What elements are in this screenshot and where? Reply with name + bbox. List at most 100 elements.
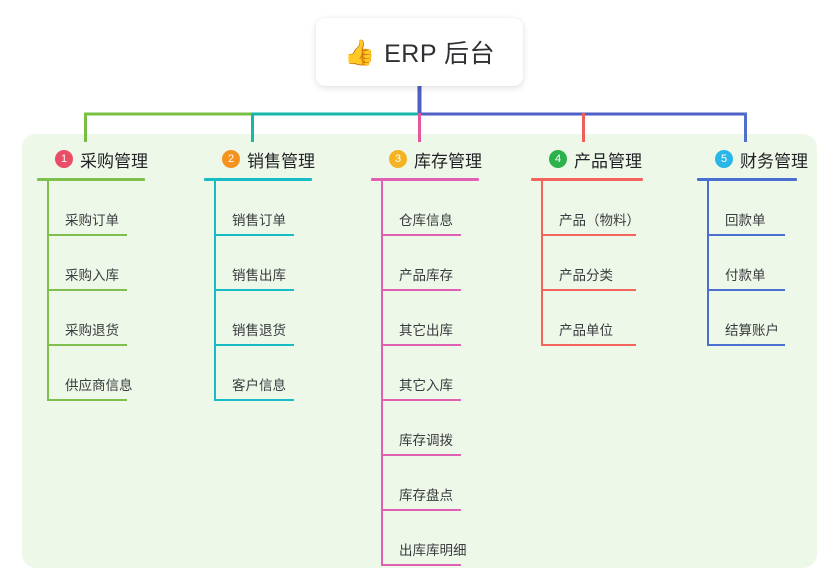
leaf-label: 付款单 — [725, 268, 766, 283]
leaf-label: 产品分类 — [559, 268, 613, 283]
column-header-rule — [531, 178, 643, 181]
leaf-label: 采购订单 — [65, 213, 119, 228]
leaf-spine — [707, 181, 709, 236]
leaf-spine — [47, 181, 49, 236]
leaf-rule — [214, 234, 294, 236]
leaf-spine — [381, 511, 383, 566]
leaf-rule — [541, 289, 636, 291]
leaf-item[interactable]: 库存盘点 — [371, 456, 491, 511]
column-title: 销售管理 — [247, 151, 315, 171]
leaf-rule — [707, 289, 785, 291]
leaf-item[interactable]: 产品分类 — [531, 236, 656, 291]
leaf-spine — [541, 236, 543, 291]
leaf-spine — [381, 401, 383, 456]
leaf-item[interactable]: 客户信息 — [204, 346, 321, 401]
column-title: 产品管理 — [574, 151, 642, 171]
leaf-item[interactable]: 结算账户 — [697, 291, 807, 346]
column-header-2[interactable]: 2 销售管理 — [204, 147, 321, 171]
leaf-item[interactable]: 产品库存 — [371, 236, 491, 291]
leaf-label: 销售出库 — [232, 268, 286, 283]
leaf-spine — [381, 291, 383, 346]
leaf-rule — [214, 399, 294, 401]
leaf-rule — [381, 509, 461, 511]
column-header-3[interactable]: 3 库存管理 — [371, 147, 491, 171]
column-2: 2 销售管理销售订单销售出库销售退货客户信息 — [204, 147, 321, 401]
leaf-label: 其它出库 — [399, 323, 453, 338]
leaf-spine — [381, 456, 383, 511]
leaf-item[interactable]: 销售出库 — [204, 236, 321, 291]
leaf-item[interactable]: 回款单 — [697, 181, 807, 236]
leaf-item[interactable]: 其它入库 — [371, 346, 491, 401]
column-badge-3: 3 — [389, 150, 407, 168]
leaf-label: 产品（物料） — [559, 213, 640, 228]
leaf-label: 采购入库 — [65, 268, 119, 283]
leaf-item[interactable]: 采购入库 — [37, 236, 159, 291]
leaf-rule — [381, 564, 461, 566]
leaf-rule — [47, 344, 127, 346]
leaf-item[interactable]: 销售退货 — [204, 291, 321, 346]
column-title: 采购管理 — [80, 151, 148, 171]
leaf-item[interactable]: 产品（物料） — [531, 181, 656, 236]
leaf-label: 出库库明细 — [399, 543, 467, 558]
leaf-rule — [214, 344, 294, 346]
leaf-rule — [381, 399, 461, 401]
leaf-item[interactable]: 采购订单 — [37, 181, 159, 236]
root-node-content: 👍 ERP 后台 — [344, 34, 495, 70]
leaf-item[interactable]: 出库库明细 — [371, 511, 491, 566]
leaf-item[interactable]: 其它出库 — [371, 291, 491, 346]
thumbs-up-icon: 👍 — [343, 37, 376, 67]
column-header-5[interactable]: 5 财务管理 — [697, 147, 808, 171]
leaf-spine — [381, 181, 383, 236]
leaf-spine — [541, 181, 543, 236]
leaf-item[interactable]: 销售订单 — [204, 181, 321, 236]
leaf-label: 库存调拨 — [399, 433, 453, 448]
column-header-rule — [37, 178, 145, 181]
leaf-label: 回款单 — [725, 213, 766, 228]
column-header-rule — [697, 178, 797, 181]
column-badge-4: 4 — [549, 150, 567, 168]
leaf-spine — [707, 236, 709, 291]
leaf-spine — [214, 181, 216, 236]
leaf-spine — [214, 346, 216, 401]
column-title: 库存管理 — [414, 151, 482, 171]
column-badge-5: 5 — [715, 150, 733, 168]
column-title: 财务管理 — [740, 151, 808, 171]
leaf-label: 销售退货 — [232, 323, 286, 338]
leaf-rule — [47, 289, 127, 291]
leaf-item[interactable]: 采购退货 — [37, 291, 159, 346]
column-4: 4 产品管理产品（物料） 产品分类产品单位 — [531, 147, 656, 346]
column-header-4[interactable]: 4 产品管理 — [531, 147, 656, 171]
leaf-item[interactable]: 产品单位 — [531, 291, 656, 346]
leaf-label: 销售订单 — [232, 213, 286, 228]
leaf-spine — [707, 291, 709, 346]
leaf-label: 产品单位 — [559, 323, 613, 338]
column-header-rule — [371, 178, 479, 181]
leaf-item[interactable]: 仓库信息 — [371, 181, 491, 236]
leaf-spine — [47, 346, 49, 401]
leaf-item[interactable]: 付款单 — [697, 236, 807, 291]
leaf-rule — [214, 289, 294, 291]
leaf-item[interactable]: 库存调拨 — [371, 401, 491, 456]
root-node[interactable]: 👍 ERP 后台 — [316, 18, 523, 86]
column-badge-2: 2 — [222, 150, 240, 168]
leaf-item[interactable]: 供应商信息 — [37, 346, 159, 401]
leaf-label: 库存盘点 — [399, 488, 453, 503]
leaf-label: 结算账户 — [725, 323, 779, 338]
leaf-rule — [47, 234, 127, 236]
leaf-rule — [381, 289, 461, 291]
root-node-title: ERP 后台 — [384, 40, 496, 68]
leaf-label: 采购退货 — [65, 323, 119, 338]
leaf-label: 供应商信息 — [65, 378, 133, 393]
leaf-spine — [214, 291, 216, 346]
leaf-label: 客户信息 — [232, 378, 286, 393]
column-3: 3 库存管理仓库信息产品库存其它出库其它入库库存调拨库存盘点出库库明细 — [371, 147, 491, 566]
leaf-rule — [381, 344, 461, 346]
leaf-spine — [214, 236, 216, 291]
leaf-spine — [47, 291, 49, 346]
leaf-rule — [381, 234, 461, 236]
leaf-rule — [541, 344, 636, 346]
